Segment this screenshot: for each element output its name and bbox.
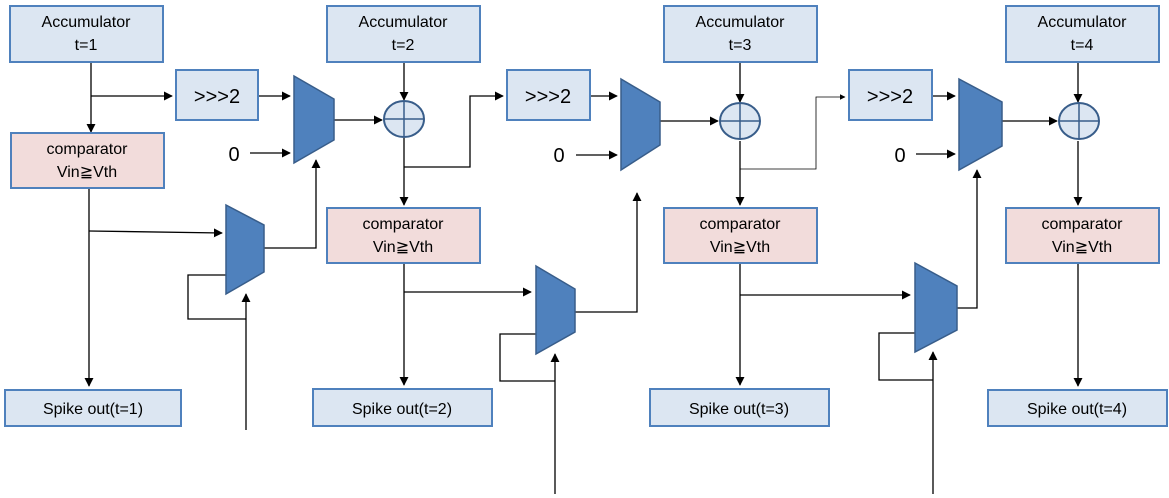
spike-out-4-label: Spike out(t=4) [1027, 401, 1127, 418]
select-mux-2 [535, 264, 576, 356]
zero-input-2: 0 [553, 145, 564, 167]
select-mux-1 [225, 203, 265, 296]
accumulator-t3-title: Accumulator [696, 14, 786, 31]
adder-3 [1058, 102, 1100, 140]
comparator-4: comparator Vin≧Vth [1005, 207, 1160, 264]
spike-out-2-label: Spike out(t=2) [352, 401, 452, 418]
accumulator-t2: Accumulator t=2 [326, 5, 481, 63]
accumulator-t4: Accumulator t=4 [1005, 5, 1160, 63]
comparator-3-title: comparator [700, 216, 782, 233]
comparator-1-condition: Vin≧Vth [57, 164, 117, 181]
shift-mux-3 [958, 77, 1003, 172]
shift-mux-2 [620, 77, 661, 172]
comparator-4-condition: Vin≧Vth [1052, 239, 1112, 256]
zero-input-3: 0 [894, 145, 905, 167]
comparator-1-title: comparator [47, 141, 129, 158]
accumulator-t2-time: t=2 [392, 37, 415, 54]
accumulator-t1: Accumulator t=1 [9, 5, 164, 63]
zero-input-1: 0 [228, 144, 239, 166]
shifter-1-label: >>>2 [194, 86, 240, 108]
shifter-1: >>>2 [175, 69, 259, 121]
accumulator-t1-title: Accumulator [42, 14, 132, 31]
spike-out-1-label: Spike out(t=1) [43, 401, 143, 418]
accumulator-t3-time: t=3 [729, 37, 752, 54]
comparator-2: comparator Vin≧Vth [326, 207, 481, 264]
spike-out-3: Spike out(t=3) [649, 388, 830, 427]
comparator-1: comparator Vin≧Vth [10, 132, 165, 189]
shifter-3-label: >>>2 [867, 86, 913, 108]
select-mux-3 [914, 261, 958, 354]
adder-2 [719, 102, 761, 140]
accumulator-t4-title: Accumulator [1038, 14, 1128, 31]
spike-out-1: Spike out(t=1) [4, 389, 182, 427]
comparator-2-title: comparator [363, 216, 445, 233]
shift-mux-1 [293, 74, 335, 165]
spike-out-4: Spike out(t=4) [987, 389, 1168, 427]
shifter-3: >>>2 [848, 69, 933, 121]
comparator-4-title: comparator [1042, 216, 1124, 233]
wires [84, 62, 1083, 494]
accumulator-t3: Accumulator t=3 [663, 5, 818, 63]
comparator-3-condition: Vin≧Vth [710, 239, 770, 256]
adder-1 [383, 100, 425, 138]
comparator-3: comparator Vin≧Vth [663, 207, 818, 264]
accumulator-t1-time: t=1 [75, 37, 98, 54]
spike-out-2: Spike out(t=2) [312, 388, 493, 427]
accumulator-t4-time: t=4 [1071, 37, 1094, 54]
shifter-2-label: >>>2 [525, 86, 571, 108]
spike-out-3-label: Spike out(t=3) [689, 401, 789, 418]
accumulator-t2-title: Accumulator [359, 14, 449, 31]
comparator-2-condition: Vin≧Vth [373, 239, 433, 256]
shifter-2: >>>2 [506, 69, 591, 121]
